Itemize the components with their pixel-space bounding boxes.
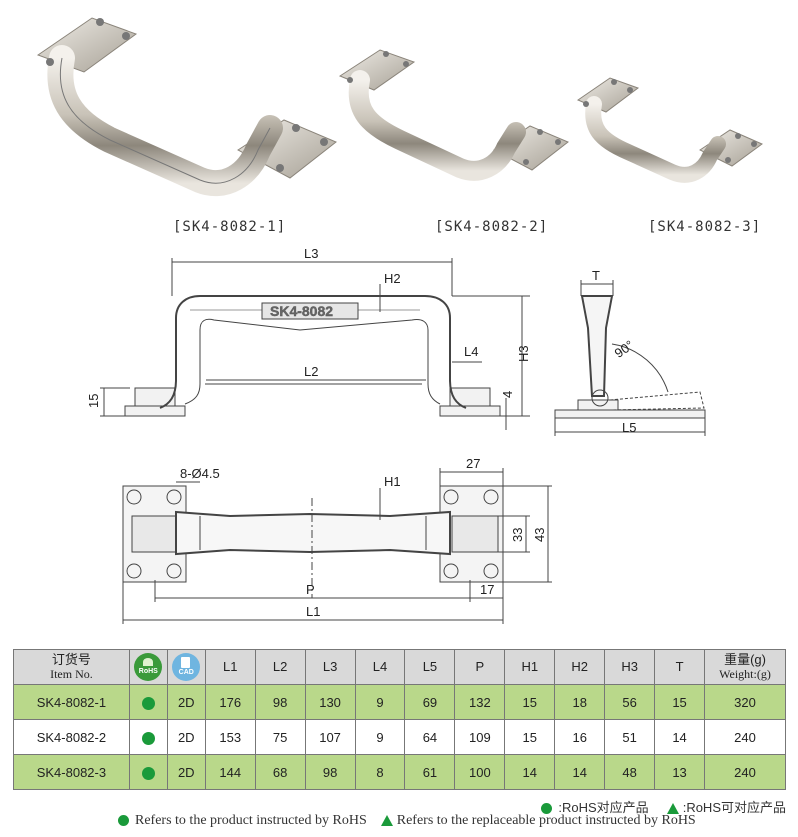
rohs-dot-icon	[141, 766, 155, 780]
header-rohs: RoHS	[128, 649, 168, 685]
cad-link[interactable]: 2D	[166, 684, 206, 720]
header-l3: L3	[304, 649, 356, 685]
svg-text:17: 17	[480, 582, 494, 597]
svg-text:15: 15	[86, 394, 101, 408]
svg-text:33: 33	[510, 528, 525, 542]
table-row: SK4-8082-3 2D 144 68 98 8 61 100 14 14 4…	[13, 754, 786, 790]
header-l4: L4	[354, 649, 406, 685]
header-p: P	[454, 649, 506, 685]
header-l1: L1	[204, 649, 256, 685]
model-label-1: [SK4-8082-1]	[173, 219, 287, 235]
legend-cn: :RoHS对应产品 :RoHS可对应产品	[0, 797, 798, 816]
svg-text:L3: L3	[304, 246, 318, 261]
embossed-text: SK4-8082	[270, 303, 333, 319]
header-weight: 重量(g) Weight:(g)	[704, 649, 786, 685]
model-label-2: [SK4-8082-2]	[435, 219, 549, 235]
rohs-dot-icon	[141, 696, 155, 710]
product-photos	[36, 17, 763, 197]
svg-text:H2: H2	[384, 271, 401, 286]
legend-en: Refers to the product instructed by RoHS…	[0, 813, 798, 829]
svg-text:H3: H3	[516, 345, 531, 362]
spec-table: 订货号 Item No. RoHS CAD L1 L2 L3 L4 L5 P H…	[13, 649, 786, 790]
handle-photo-1	[36, 17, 337, 197]
handle-photo-2	[338, 49, 569, 181]
cad-link[interactable]: 2D	[166, 719, 206, 755]
handle-photo-3	[576, 77, 763, 183]
svg-text:8-Ø4.5: 8-Ø4.5	[180, 466, 220, 481]
triangle-icon	[666, 803, 679, 815]
item-no[interactable]: SK4-8082-1	[13, 684, 130, 720]
header-cad: CAD	[166, 649, 206, 685]
cad-icon: CAD	[172, 653, 201, 681]
technical-drawing: SK4-8082 L3 H2 L2 L4 H3 15 4 T 90° L5 8-…	[86, 246, 706, 624]
item-no[interactable]: SK4-8082-2	[13, 719, 130, 755]
svg-text:90°: 90°	[612, 337, 637, 361]
svg-text:L4: L4	[464, 344, 478, 359]
svg-text:L1: L1	[306, 604, 320, 619]
header-l2: L2	[254, 649, 306, 685]
svg-text:L5: L5	[622, 420, 636, 435]
header-h2: H2	[554, 649, 606, 685]
svg-text:H1: H1	[384, 474, 401, 489]
table-row: SK4-8082-2 2D 153 75 107 9 64 109 15 16 …	[13, 719, 786, 755]
triangle-icon	[380, 815, 393, 827]
header-item: 订货号 Item No.	[13, 649, 130, 685]
rohs-icon: RoHS	[134, 653, 163, 681]
rohs-dot-icon	[541, 803, 553, 815]
table-row: SK4-8082-1 2D 176 98 130 9 69 132 15 18 …	[13, 684, 786, 720]
header-l5: L5	[404, 649, 456, 685]
item-no[interactable]: SK4-8082-3	[13, 754, 130, 790]
table-header-row: 订货号 Item No. RoHS CAD L1 L2 L3 L4 L5 P H…	[13, 649, 786, 685]
rohs-dot-icon	[118, 815, 129, 827]
rohs-dot-icon	[141, 731, 155, 745]
svg-text:P: P	[306, 582, 315, 597]
model-label-3: [SK4-8082-3]	[648, 219, 762, 235]
svg-text:27: 27	[466, 456, 480, 471]
svg-text:4: 4	[500, 391, 515, 398]
header-t: T	[654, 649, 706, 685]
cad-link[interactable]: 2D	[166, 754, 206, 790]
svg-text:L2: L2	[304, 364, 318, 379]
header-h3: H3	[604, 649, 656, 685]
svg-text:43: 43	[532, 528, 547, 542]
header-h1: H1	[504, 649, 556, 685]
svg-text:T: T	[592, 268, 600, 283]
